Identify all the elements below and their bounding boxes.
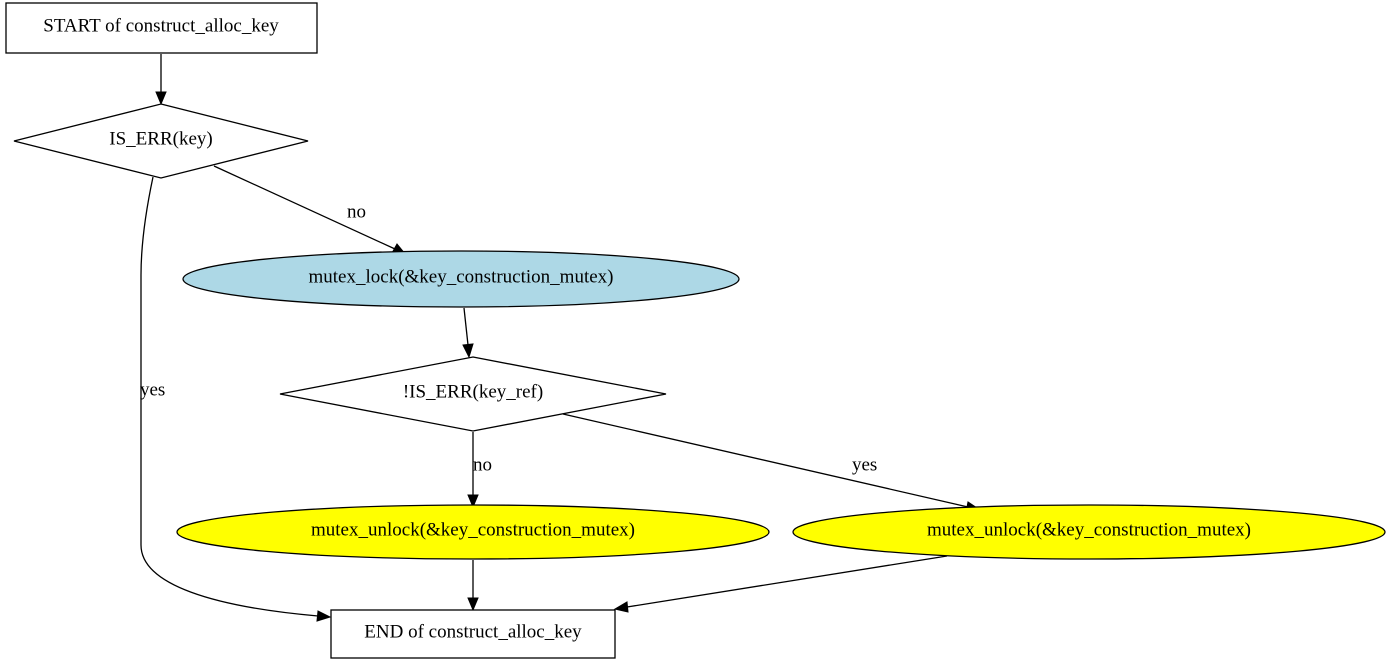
mutex-unlock-yes-node: mutex_unlock(&key_construction_mutex) bbox=[792, 504, 1386, 560]
edge-start-to-is-err bbox=[155, 54, 167, 106]
end-node: END of construct_alloc_key bbox=[330, 609, 616, 659]
edge-label-no: no bbox=[347, 202, 366, 223]
mutex-unlock-no-node: mutex_unlock(&key_construction_mutex) bbox=[176, 504, 770, 560]
end-node-label: END of construct_alloc_key bbox=[364, 622, 582, 643]
mutex-lock-label: mutex_lock(&key_construction_mutex) bbox=[309, 267, 614, 288]
not-is-err-key-ref-decision: !IS_ERR(key_ref) bbox=[279, 356, 667, 432]
edge-unlock-yes-to-end bbox=[613, 555, 948, 613]
edge-check-no: no bbox=[467, 432, 492, 509]
edge-label-yes: yes bbox=[852, 455, 877, 476]
not-is-err-key-ref-label: !IS_ERR(key_ref) bbox=[403, 382, 543, 403]
edge-check-yes: yes bbox=[562, 413, 982, 513]
edge-unlock-no-to-end bbox=[467, 560, 479, 612]
mutex-unlock-yes-label: mutex_unlock(&key_construction_mutex) bbox=[927, 520, 1251, 541]
edge-lock-to-check bbox=[462, 307, 474, 359]
mutex-unlock-no-label: mutex_unlock(&key_construction_mutex) bbox=[311, 520, 635, 541]
start-node: START of construct_alloc_key bbox=[5, 2, 318, 54]
edge-label-no: no bbox=[473, 455, 492, 476]
edge-is-err-no: no bbox=[213, 165, 408, 256]
edge-label-yes: yes bbox=[140, 380, 165, 401]
edge-is-err-yes: yes bbox=[140, 176, 332, 622]
is-err-key-label: IS_ERR(key) bbox=[109, 129, 212, 150]
start-node-label: START of construct_alloc_key bbox=[43, 16, 279, 37]
mutex-lock-node: mutex_lock(&key_construction_mutex) bbox=[182, 250, 740, 308]
is-err-key-decision: IS_ERR(key) bbox=[13, 103, 309, 179]
